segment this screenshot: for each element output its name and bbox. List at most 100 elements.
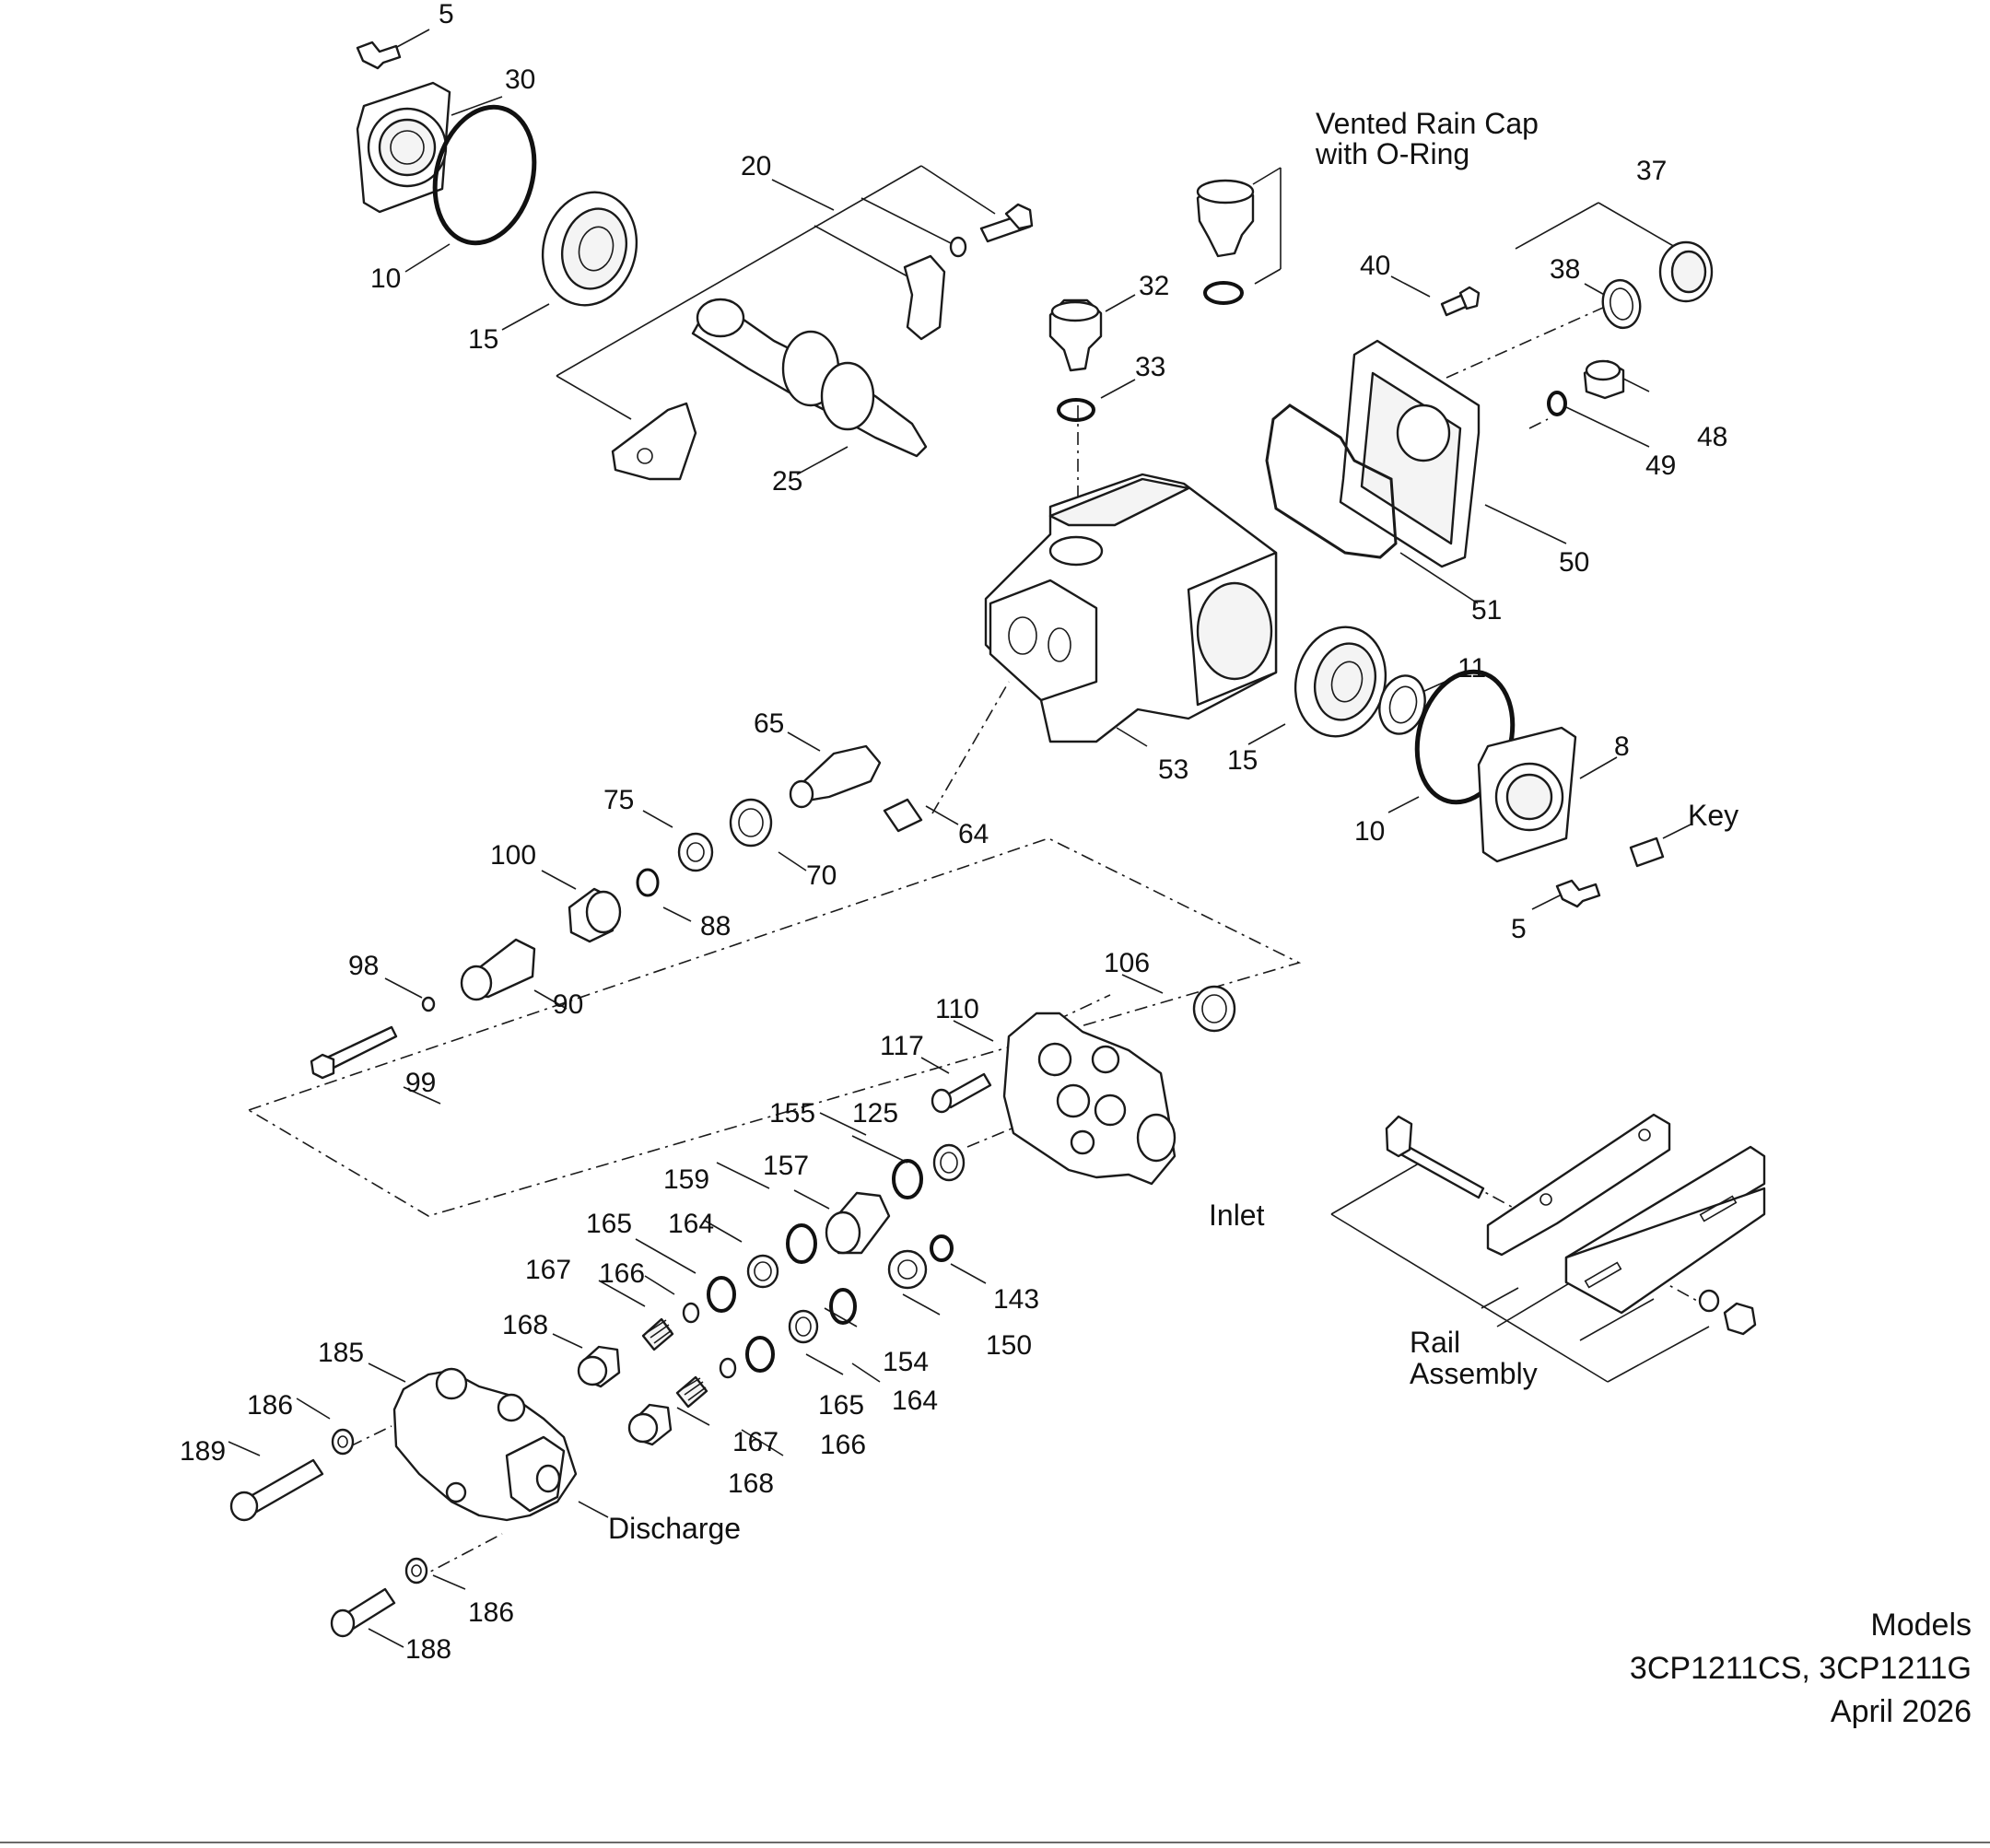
callout-106: 106 [1104,948,1150,978]
part-bolt-189 [229,1458,324,1522]
callout-168: 168 [502,1310,548,1340]
callout-11: 11 [1457,653,1486,684]
part-seal-125 [932,1143,966,1182]
callout-10: 10 [370,263,401,294]
part-plug-37 [1658,240,1714,303]
callout-165: 165 [586,1209,632,1239]
callout-33: 33 [1135,352,1165,382]
callout-159: 159 [663,1164,709,1195]
part-seat-164-top [746,1254,779,1289]
callout-32: 32 [1139,271,1169,301]
callout-5: 5 [439,0,454,29]
inlet-label: Inlet [1209,1199,1265,1232]
callout-25: 25 [772,466,802,497]
discharge-label: Discharge [608,1512,741,1545]
callout-65: 65 [754,708,784,739]
part-oring-10-top [432,104,537,246]
part-bearing-15-right [1294,626,1387,738]
part-washer-98 [421,996,436,1012]
part-pin-64 [883,798,923,833]
callout-64: 64 [958,819,989,849]
part-sleeve-100 [568,887,622,943]
part-cap-168-top [577,1345,621,1388]
alignment-lines [248,298,1715,1581]
part-crankcase-53 [984,473,1278,743]
callout-5b: 5 [1511,914,1527,944]
part-vented-rain-cap [1196,179,1255,258]
part-plunger-90 [460,938,536,1001]
part-rail-washer [1698,1289,1720,1313]
callout-37: 37 [1636,156,1667,186]
part-rail-bolt [1385,1115,1485,1199]
part-screw-20 [979,203,1034,243]
leader-lines [228,29,1710,1648]
callout-164: 164 [668,1209,714,1239]
callout-164b: 164 [892,1386,938,1416]
part-spring-167-bottom [675,1375,708,1409]
callout-20: 20 [741,151,771,181]
part-washer-186-top [331,1428,355,1456]
part-discharge-manifold-185 [392,1367,578,1522]
part-manifold-110 [1002,1012,1176,1186]
callout-167: 167 [525,1255,571,1285]
part-oring-cap [1203,281,1244,305]
part-ring-166-top [682,1302,700,1324]
callout-167b: 167 [732,1427,778,1457]
key-label: Key [1688,799,1738,832]
vented-rain-cap-label: Vented Rain Cap [1316,107,1539,140]
callout-70: 70 [806,860,837,891]
vented-rain-cap-label-2: with O-Ring [1315,137,1469,170]
callout-117: 117 [880,1031,924,1061]
callout-51: 51 [1471,595,1502,626]
part-oring-159 [786,1223,817,1264]
callout-15b: 15 [1227,745,1258,776]
part-washer-186-bottom [404,1557,428,1585]
part-ring-166-bottom [719,1357,737,1379]
part-plug-48 [1583,359,1625,400]
callout-38: 38 [1550,254,1580,285]
callout-110: 110 [935,994,979,1024]
part-oring-33 [1057,398,1095,422]
part-oring-155 [892,1159,923,1199]
callout-100: 100 [490,840,536,871]
part-bolt-5-right [1555,879,1601,908]
callout-75: 75 [603,785,634,815]
callout-98: 98 [348,951,379,981]
callout-15: 15 [468,324,498,355]
models-list: 3CP1211CS, 3CP1211G [1630,1651,1972,1686]
part-screw-40 [1440,286,1481,317]
callout-186b: 186 [468,1597,514,1628]
rail-assembly-label: Rail [1410,1326,1460,1359]
callout-186: 186 [247,1390,293,1421]
part-oring-165-top [707,1276,736,1313]
part-washer-20 [949,236,967,258]
part-seal-70 [729,798,773,848]
part-rail-left [1486,1113,1671,1257]
callout-125: 125 [852,1098,898,1129]
part-rail-right [1564,1145,1766,1315]
part-seal-106 [1192,985,1236,1033]
part-plunger-rod-65 [789,744,882,809]
part-rod-cap-20 [903,254,946,341]
part-crankshaft-25 [691,298,928,458]
callout-157: 157 [763,1151,809,1181]
part-bolt-5-top [356,41,402,70]
part-spring-167-top [641,1317,674,1351]
part-oring-154 [829,1288,857,1325]
part-washer-38 [1601,278,1642,330]
callout-10b: 10 [1354,816,1385,847]
callout-154: 154 [883,1347,929,1377]
part-bearing-cover-8 [1477,726,1577,863]
part-rear-cover-50 [1339,339,1481,568]
callout-189: 189 [180,1436,226,1467]
callout-166b: 166 [820,1430,866,1460]
part-oring-49 [1547,391,1567,416]
callout-53: 53 [1158,754,1188,785]
rail-assembly-label-2: Assembly [1410,1357,1538,1390]
part-gasket-51 [1265,404,1398,559]
callout-labels: 5 30 10 15 20 25 Vented Rain Cap with O-… [180,0,1738,1665]
part-rail-nut [1723,1302,1757,1336]
part-seat-150 [887,1249,928,1290]
part-seal-11 [1378,674,1426,735]
